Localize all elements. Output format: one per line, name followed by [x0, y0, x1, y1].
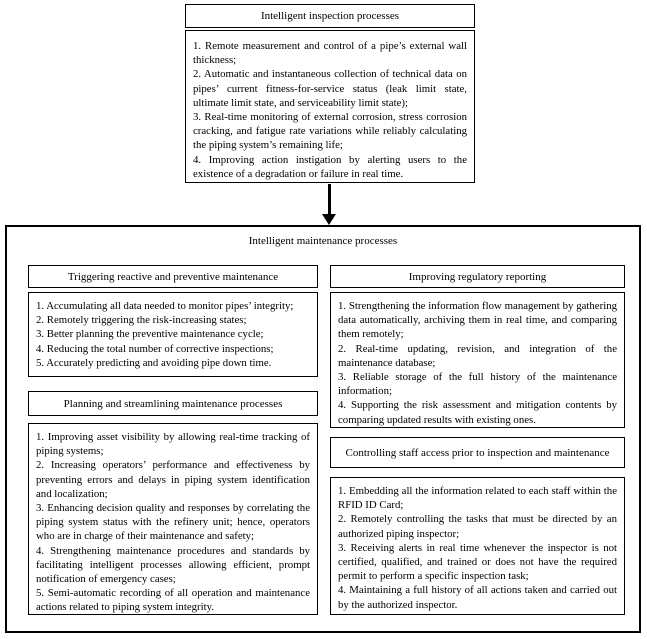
section-header-label: Controlling staff access prior to inspec… [345, 446, 610, 459]
section-header-staff-access-control: Controlling staff access prior to inspec… [330, 437, 625, 468]
inspection-item: 4. Improving action instigation by alert… [193, 153, 467, 180]
section-header-label: Triggering reactive and preventive maint… [67, 270, 279, 283]
section-item: 3. Better planning the preventive mainte… [36, 328, 264, 341]
section-header-regulatory-reporting: Improving regulatory reporting [330, 265, 625, 288]
section-header-triggering-maintenance: Triggering reactive and preventive maint… [28, 265, 318, 288]
down-arrow-icon [328, 184, 331, 215]
section-item: 4. Supporting the risk assessment and mi… [338, 399, 617, 426]
section-item: 1. Embedding all the information related… [338, 485, 617, 512]
section-item: 3. Enhancing decision quality and respon… [36, 502, 310, 543]
section-item: 2. Remotely triggering the risk-increasi… [36, 314, 247, 327]
section-header-label: Improving regulatory reporting [408, 270, 547, 283]
section-item: 2. Increasing operators’ performance and… [36, 459, 310, 500]
section-item: 4. Maintaining a full history of all act… [338, 584, 617, 611]
section-item: 3. Reliable storage of the full history … [338, 371, 617, 398]
section-item: 2. Real-time updating, revision, and int… [338, 342, 617, 369]
section-item: 4. Strengthening maintenance procedures … [36, 544, 310, 586]
inspection-title: Intelligent inspection processes [260, 10, 400, 22]
inspection-item: 1. Remote measurement and control of a p… [193, 40, 467, 67]
maintenance-title: Intelligent maintenance processes [248, 235, 398, 247]
section-header-label: Planning and streamlining maintenance pr… [63, 397, 283, 410]
section-item: 2. Remotely controlling the tasks that m… [338, 513, 617, 540]
section-item: 1. Strengthening the information flow ma… [338, 300, 617, 341]
section-item: 1. Accumulating all data needed to monit… [36, 300, 294, 312]
inspection-item: 3. Real-time monitoring of external corr… [193, 111, 467, 152]
section-item: 1. Improving asset visibility by allowin… [36, 431, 310, 458]
inspection-items-box: 1. Remote measurement and control of a p… [185, 30, 475, 183]
section-items-staff-access-control: 1. Embedding all the information related… [330, 477, 625, 615]
section-items-triggering-maintenance: 1. Accumulating all data needed to monit… [28, 292, 318, 377]
section-item: 5. Semi-automatic recording of all opera… [36, 587, 310, 614]
section-header-planning-streamlining: Planning and streamlining maintenance pr… [28, 391, 318, 416]
section-item: 5. Accurately predicting and avoiding pi… [36, 356, 272, 369]
down-arrow-head-icon [322, 214, 336, 225]
section-item: 4. Reducing the total number of correcti… [36, 342, 274, 355]
section-items-regulatory-reporting: 1. Strengthening the information flow ma… [330, 292, 625, 428]
maintenance-box: Intelligent maintenance processes Trigge… [5, 225, 641, 633]
inspection-title-box: Intelligent inspection processes [185, 4, 475, 28]
section-item: 3. Receiving alerts in real time wheneve… [338, 541, 617, 583]
section-items-planning-streamlining: 1. Improving asset visibility by allowin… [28, 423, 318, 615]
inspection-item: 2. Automatic and instantaneous collectio… [193, 68, 467, 109]
